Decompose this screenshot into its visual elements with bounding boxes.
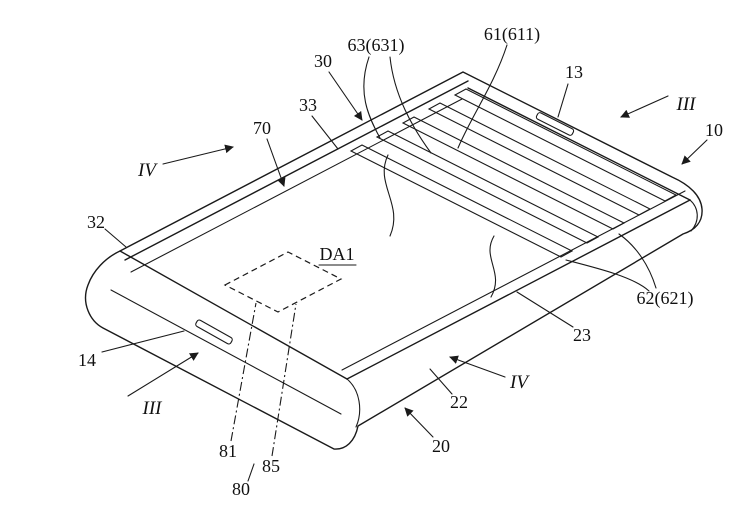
ref-label-81: 81 (219, 441, 237, 461)
ref-label-10: 10 (705, 120, 723, 140)
section-arrow-iii-bottom (127, 352, 199, 397)
ref-label-85: 85 (262, 456, 280, 476)
section-arrow-iv-top (162, 144, 234, 165)
face-bottom-edge (346, 199, 691, 380)
display-slat-1 (453, 88, 678, 202)
section-label-iv-bottom: IV (509, 372, 530, 393)
reference-labels: 63(631) 61(611) 30 33 13 III 10 70 IV 32… (78, 24, 723, 499)
leader-14 (101, 330, 185, 353)
arrow-20 (404, 407, 434, 438)
leader-22 (429, 368, 453, 395)
left-roller-front-cap (346, 378, 361, 428)
ref-label-20: 20 (432, 436, 450, 456)
leader-32 (104, 228, 127, 248)
sensor-dashed-outline (223, 251, 343, 313)
section-arrow-iii-top (620, 95, 669, 118)
top-edge-inner-line (124, 80, 469, 261)
leader-13 (557, 83, 569, 118)
ref-label-70: 70 (253, 118, 271, 138)
display-slat-4 (375, 130, 600, 244)
leader-lines (101, 44, 657, 395)
reference-arrows (127, 71, 708, 438)
ref-label-62: 62(621) (637, 288, 694, 309)
face-bottom-inset-line (341, 190, 686, 371)
leader-81 (230, 302, 257, 442)
ref-label-22: 22 (450, 392, 468, 412)
slot-13 (535, 112, 575, 136)
ref-label-13: 13 (565, 62, 583, 82)
display-area-label-da1: DA1 (320, 244, 355, 264)
leader-80 (247, 463, 255, 482)
device-silhouette (84, 71, 703, 450)
display-slat-3 (401, 116, 626, 230)
display-slat-2 (427, 102, 652, 216)
break-line-lower (489, 235, 496, 298)
display-slat-5 (349, 144, 574, 258)
arrow-70 (266, 138, 286, 187)
ref-label-80: 80 (232, 479, 250, 499)
section-label-iii-bottom: III (142, 398, 164, 419)
arrow-10 (681, 139, 708, 165)
left-roller-seam (119, 250, 348, 380)
leader-85 (271, 303, 297, 457)
section-arrow-iv-bottom (449, 355, 506, 378)
leader-63-b (389, 56, 432, 154)
left-roller-contour-line (110, 289, 342, 415)
slot-14 (195, 319, 233, 345)
arrow-30 (328, 71, 363, 121)
ref-label-23: 23 (573, 325, 591, 345)
right-roller-seam (467, 87, 691, 201)
leader-61 (457, 44, 508, 149)
section-label-iii-top: III (676, 94, 698, 115)
leader-62-b (565, 259, 650, 292)
ref-label-63: 63(631) (348, 35, 405, 56)
display-slats (349, 88, 678, 298)
ref-label-32: 32 (87, 212, 105, 232)
leader-23 (516, 291, 574, 328)
right-roller-end-cap (689, 199, 698, 232)
ref-label-14: 14 (78, 350, 96, 370)
ref-label-30: 30 (314, 51, 332, 71)
leader-62-a (618, 233, 657, 289)
ref-label-61: 61(611) (484, 24, 540, 45)
device-body (84, 71, 703, 450)
section-label-iv-top: IV (137, 160, 158, 181)
display-edge-line (130, 98, 463, 273)
leader-33 (311, 115, 339, 150)
ref-label-33: 33 (299, 95, 317, 115)
break-line-upper (383, 154, 395, 237)
hidden-sensor-region (223, 251, 343, 482)
leader-63-a (363, 56, 381, 139)
